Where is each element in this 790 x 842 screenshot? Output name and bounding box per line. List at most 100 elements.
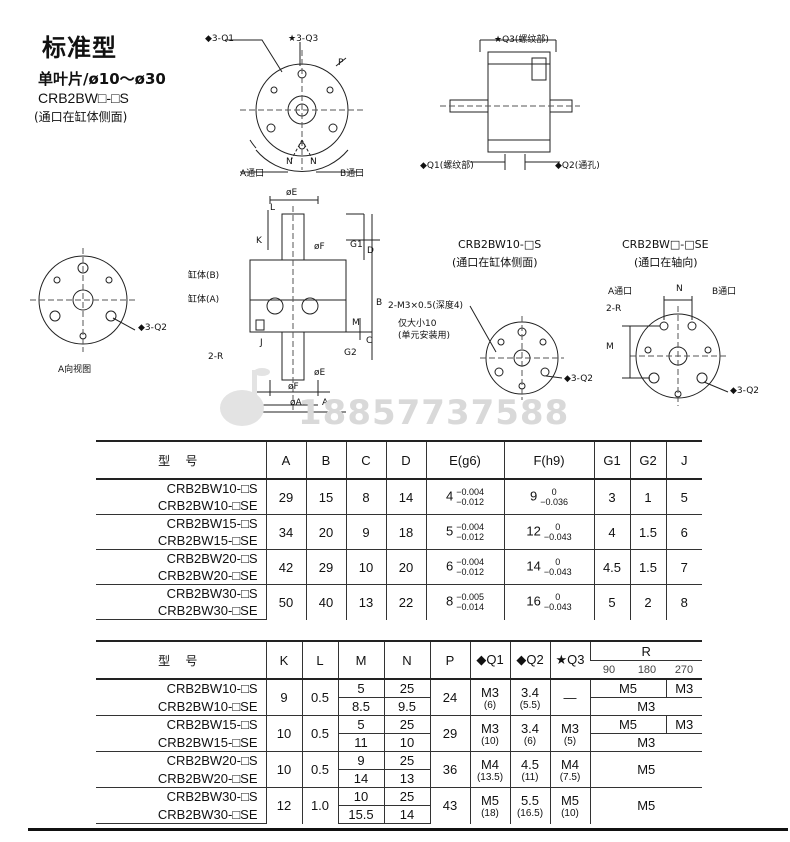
label-b-port: B通口 — [340, 169, 365, 179]
label-q1-thread: ◆Q1(螺纹部) — [420, 161, 474, 171]
model-name: CRB2BW15-□SE — [157, 533, 258, 548]
header-r: R — [589, 640, 702, 661]
f-upper: 0 — [551, 487, 557, 497]
series-range: 单叶片/ø10～ø30 — [38, 70, 166, 88]
cell-c: 13 — [345, 584, 386, 620]
model-name: CRB2BW10-□S — [96, 678, 266, 698]
crb2bw-se-view-drawing — [622, 296, 729, 406]
cell-q1: M3(10) — [469, 715, 510, 752]
cell-k: 12 — [265, 787, 302, 824]
header-p: P — [429, 640, 470, 680]
table-row: CRB2BW10-□SE — [96, 497, 702, 515]
table-row: CRB2BW15-□SE — [96, 532, 702, 550]
cell-e: 6−0.004−0.012 — [425, 549, 504, 585]
header-n: N — [383, 640, 430, 680]
cell-q2: 5.5(16.5) — [509, 787, 550, 824]
cell-g1: 5 — [593, 584, 630, 620]
header-d: D — [385, 440, 426, 480]
cell-r-90-180: M5 — [589, 715, 666, 734]
cell-d: 20 — [385, 549, 426, 585]
cell-q3: M3(5) — [549, 715, 590, 752]
a-view-drawing — [30, 248, 136, 352]
label-a: A — [322, 398, 329, 408]
cell-n: 25 — [383, 715, 430, 734]
cell-q3: M4(7.5) — [549, 751, 590, 788]
e-upper: −0.004 — [456, 522, 484, 532]
cell-k: 10 — [265, 751, 302, 788]
cell-j: 5 — [665, 478, 702, 515]
label-size10-note: 仅大小10 — [398, 319, 437, 329]
label-q1: ◆3-Q1 — [205, 34, 235, 44]
label-body-b: 缸体(B) — [188, 271, 220, 281]
cell-r-90-180: M5 — [589, 678, 666, 698]
model-code: CRB2BW□-□S — [38, 90, 129, 106]
table-row: CRB2BW20-□S 42 29 10 20 6−0.004−0.012 14… — [96, 549, 702, 585]
cell-m: 8.5 — [337, 697, 384, 716]
cell-b: 29 — [305, 549, 346, 585]
cell-r: M3 — [589, 733, 702, 752]
cell-m: 15.5 — [337, 805, 384, 824]
label-m3-note: 2-M3×0.5(深度4) — [388, 301, 464, 311]
cell-d: 18 — [385, 514, 426, 550]
label-j: J — [260, 338, 263, 348]
header-r-270: 270 — [666, 660, 702, 680]
label-n2: N — [310, 157, 317, 167]
crb2bw10-s-view-drawing — [469, 305, 564, 400]
label-a-view-q2: ◆3-Q2 — [138, 323, 168, 333]
table-row: CRB2BW20-□S 10 0.5 9 25 36 M4(13.5) 4.5(… — [96, 751, 702, 788]
model-name: CRB2BW15-□SE — [157, 734, 258, 750]
f-nominal: 16 — [526, 593, 541, 609]
cell-g2: 1 — [629, 478, 666, 515]
q2-depth: (6) — [523, 735, 537, 747]
e-nominal: 4 — [445, 488, 454, 504]
header-q3: ★Q3 — [549, 640, 590, 680]
table-row: CRB2BW20-□SE 14 13 — [96, 769, 702, 788]
cell-n: 25 — [383, 787, 430, 806]
cell-r-270: M3 — [665, 715, 702, 734]
q2-depth: (5.5) — [519, 699, 541, 711]
dimension-table-2: 型 号 K L M N P ◆Q1 ◆Q2 ★Q3 R 90 180 270 C… — [96, 640, 702, 824]
label-b: B — [376, 298, 383, 308]
cell-k: 10 — [265, 715, 302, 752]
model-name: CRB2BW20-□S — [96, 751, 266, 770]
table-row: CRB2BW30-□SE — [96, 602, 702, 620]
cell-j: 6 — [665, 514, 702, 550]
model-name: CRB2BW30-□S — [96, 584, 266, 602]
q1-value: M3 — [480, 684, 500, 700]
cell-j: 7 — [665, 549, 702, 585]
model-name: CRB2BW20-□S — [96, 549, 266, 567]
q1-value: M3 — [480, 720, 500, 736]
label-2r: 2-R — [208, 352, 224, 362]
label-se-n: N — [676, 284, 683, 294]
cell-a: 42 — [265, 549, 306, 585]
model-name: CRB2BW10-□SE — [157, 698, 258, 714]
cell-m: 9 — [337, 751, 384, 770]
cell-p: 36 — [429, 751, 470, 788]
cell-n: 10 — [383, 733, 430, 752]
technical-drawing — [30, 39, 729, 426]
q2-value: 3.4 — [520, 720, 540, 736]
cell-q2: 4.5(11) — [509, 751, 550, 788]
label-oe2: øE — [314, 368, 326, 378]
label-crb2bw10-q2: ◆3-Q2 — [564, 374, 594, 384]
e-upper: −0.004 — [456, 557, 484, 567]
q1-value: M4 — [480, 756, 500, 772]
header-g1: G1 — [593, 440, 630, 480]
label-unit-mount-note: (单元安装用) — [398, 331, 451, 341]
cell-c: 10 — [345, 549, 386, 585]
table-row: CRB2BW10-□S 9 0.5 5 25 24 M3(6) 3.4(5.5)… — [96, 678, 702, 716]
cell-g2: 2 — [629, 584, 666, 620]
cell-r: M3 — [589, 697, 702, 716]
label-se-q2: ◆3-Q2 — [730, 386, 760, 396]
header-a: A — [265, 440, 306, 480]
header-g2: G2 — [629, 440, 666, 480]
q2-depth: (16.5) — [516, 807, 544, 819]
cell-q2: 3.4(6) — [509, 715, 550, 752]
cell-q1: M3(6) — [469, 678, 510, 716]
cell-b: 40 — [305, 584, 346, 620]
f-nominal: 9 — [529, 488, 538, 504]
